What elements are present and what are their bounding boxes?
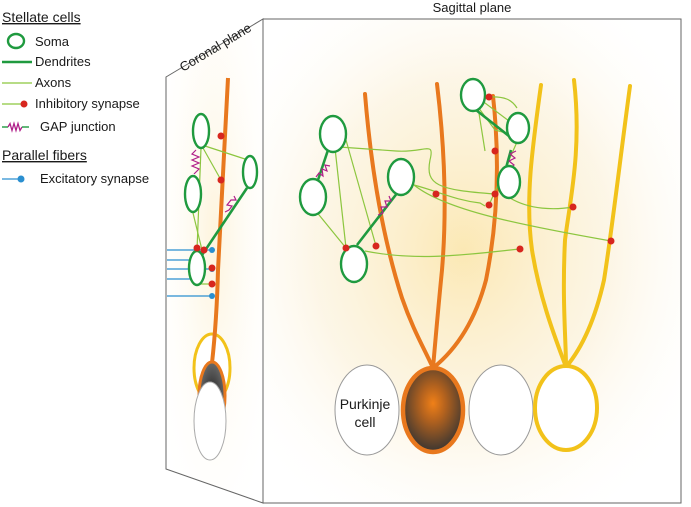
excitatory-synapse bbox=[209, 293, 215, 299]
legend-soma-label: Soma bbox=[35, 34, 70, 49]
yellow-purkinje-dendrites bbox=[527, 78, 632, 369]
axon bbox=[324, 145, 496, 195]
inhibitory-synapse bbox=[217, 176, 225, 184]
axon bbox=[314, 209, 347, 249]
inhibitory-synapse bbox=[193, 244, 201, 252]
legend-inhibitory-dot bbox=[20, 100, 28, 108]
coronal-content bbox=[167, 77, 259, 461]
gap-junction bbox=[377, 195, 392, 216]
axon bbox=[192, 212, 203, 251]
purkinje-soma-white-left bbox=[334, 364, 400, 456]
axon bbox=[413, 184, 612, 242]
gap-junction bbox=[507, 150, 517, 169]
axon bbox=[334, 147, 347, 249]
axon bbox=[477, 106, 486, 152]
legend-dendrites-label: Dendrites bbox=[35, 54, 91, 69]
legend-soma-symbol bbox=[6, 32, 26, 50]
purkinje-label-line1: Purkinje bbox=[340, 396, 391, 412]
sagittal-content: Purkinje cell bbox=[298, 77, 632, 456]
stellate-soma bbox=[505, 111, 531, 145]
inhibitory-synapse bbox=[491, 190, 499, 198]
purkinje-dendrite bbox=[564, 84, 632, 369]
gap-junction bbox=[315, 164, 331, 178]
axon bbox=[413, 184, 486, 207]
inhibitory-synapse bbox=[485, 93, 493, 101]
stellate-soma bbox=[241, 154, 259, 190]
legend-excitatory-label: Excitatory synapse bbox=[40, 171, 149, 186]
stellate-soma bbox=[496, 164, 522, 200]
stellate-soma bbox=[386, 157, 416, 197]
inhibitory-synapse bbox=[200, 246, 208, 254]
purkinje-dendrite bbox=[527, 83, 568, 369]
legend-parallel-heading: Parallel fibers bbox=[2, 147, 87, 163]
coronal-purkinje-dendrite bbox=[210, 77, 230, 364]
inhibitory-synapse bbox=[372, 242, 380, 250]
purkinje-label-line2: cell bbox=[354, 414, 375, 430]
coronal-dendrite bbox=[198, 187, 249, 259]
inhibitory-synapse bbox=[485, 201, 493, 209]
legend: Stellate cells Soma Dendrites Axons Inhi… bbox=[2, 9, 149, 186]
axon bbox=[202, 147, 222, 181]
legend-axons-label: Axons bbox=[35, 75, 72, 90]
stellate-soma bbox=[191, 112, 211, 150]
legend-gap-label: GAP junction bbox=[40, 119, 116, 134]
inhibitory-synapse bbox=[208, 280, 216, 288]
axon bbox=[364, 248, 521, 258]
stellate-soma bbox=[459, 77, 487, 113]
legend-inhibitory-label: Inhibitory synapse bbox=[35, 96, 140, 111]
inhibitory-synapse bbox=[569, 203, 577, 211]
coronal-panel-box bbox=[165, 18, 264, 504]
stellate-soma bbox=[187, 249, 207, 287]
inhibitory-synapse bbox=[208, 264, 216, 272]
gap-junction bbox=[190, 149, 201, 175]
gap-junction bbox=[224, 195, 237, 213]
inhibitory-synapse bbox=[491, 147, 499, 155]
stellate-soma bbox=[339, 244, 369, 284]
stellate-dendrite bbox=[504, 149, 513, 169]
purkinje-soma-white-right bbox=[468, 364, 534, 456]
axon bbox=[204, 145, 249, 161]
inhibitory-synapse bbox=[342, 244, 350, 252]
purkinje-dendrite bbox=[431, 94, 500, 370]
stellate-soma bbox=[318, 114, 348, 154]
purkinje-dendrite bbox=[363, 92, 435, 370]
stellate-soma bbox=[298, 177, 328, 217]
purkinje-dendrite bbox=[431, 82, 447, 370]
inhibitory-synapse bbox=[432, 190, 440, 198]
coronal-purkinje-white-soma bbox=[193, 381, 227, 461]
inhibitory-synapse bbox=[217, 132, 225, 140]
inhibitory-synapse bbox=[516, 245, 524, 253]
legend-excitatory-dot bbox=[17, 175, 25, 183]
inhibitory-synapse bbox=[607, 237, 615, 245]
legend-gap-zigzag bbox=[7, 121, 23, 133]
stellate-soma bbox=[183, 174, 203, 214]
purkinje-dendrite bbox=[561, 78, 579, 369]
purkinje-soma-orange bbox=[400, 365, 466, 455]
sagittal-plane-title: Sagittal plane bbox=[433, 0, 512, 15]
axon bbox=[509, 197, 574, 210]
coronal-panel bbox=[165, 18, 264, 504]
excitatory-synapse bbox=[209, 247, 215, 253]
purkinje-soma-yellow bbox=[533, 364, 599, 452]
orange-purkinje-dendrites bbox=[363, 82, 500, 370]
legend-stellate-heading: Stellate cells bbox=[2, 9, 81, 25]
